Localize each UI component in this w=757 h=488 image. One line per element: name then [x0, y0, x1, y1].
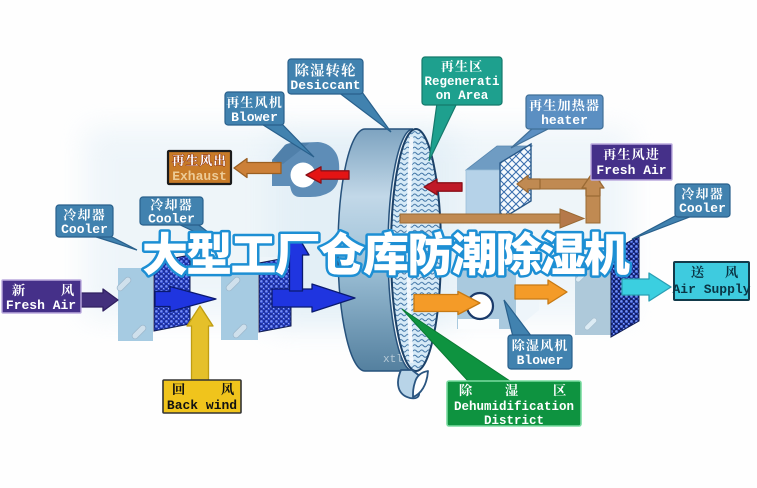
svg-text:Fresh Air: Fresh Air	[596, 163, 666, 178]
svg-text:Exhaust: Exhaust	[172, 169, 227, 184]
svg-text:Cooler: Cooler	[679, 201, 726, 216]
svg-text:heater: heater	[541, 113, 588, 128]
svg-text:xtl: xtl	[383, 354, 403, 366]
svg-text:Blower: Blower	[231, 110, 278, 125]
svg-text:Blower: Blower	[517, 353, 564, 368]
svg-text:Regenerati: Regenerati	[424, 75, 499, 89]
svg-text:Back wind: Back wind	[167, 398, 237, 413]
svg-text:Air Supply: Air Supply	[672, 282, 750, 297]
svg-text:on Area: on Area	[436, 89, 489, 103]
svg-text:Desiccant: Desiccant	[290, 78, 360, 93]
svg-text:Dehumidification: Dehumidification	[454, 400, 574, 414]
svg-text:Cooler: Cooler	[61, 222, 108, 237]
svg-text:Fresh Air: Fresh Air	[6, 298, 76, 313]
svg-text:Cooler: Cooler	[148, 212, 195, 227]
svg-text:District: District	[484, 414, 544, 428]
